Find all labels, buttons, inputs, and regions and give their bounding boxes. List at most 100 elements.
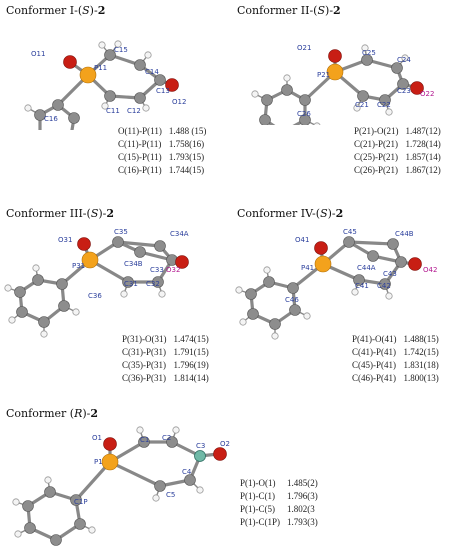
table-row: P(1)-C(1) 1.796(3) [240, 491, 321, 504]
bond-label: P(21)-O(21) [354, 126, 399, 136]
bond-length: 1.796(3) [287, 491, 318, 501]
bond-label: C(45)-P(41) [352, 360, 396, 370]
atom-label-c34a: C34A [170, 230, 189, 238]
bond-table-conformer-2: P(21)-O(21) 1.487(12) C(21)-P(21) 1.728(14… [354, 126, 444, 178]
table-row: P(21)-O(21) 1.487(12) [354, 126, 444, 139]
bond-label: C(36)-P(31) [122, 373, 166, 383]
table-row: C(41)-P(41) 1.742(15) [352, 347, 442, 360]
atom-label-c36: C36 [88, 292, 102, 300]
bond-label: C(26)-P(21) [354, 165, 398, 175]
atom-label-c33: C33 [150, 266, 164, 274]
bond-label: P(1)-C(1P) [240, 517, 280, 527]
atom-label-o31: O31 [58, 236, 72, 244]
bond-length: 1.800(13) [403, 373, 439, 383]
atom-label-p1: P1 [94, 458, 103, 466]
atom-label-c5: C5 [166, 491, 175, 499]
table-row: C(35)-P(31) 1.796(19) [122, 360, 212, 373]
panel-title-conformer-2: Conformer II-(S)-2 [237, 4, 341, 17]
molecule-conformer-4: O41 C45 C44B P41 C44A C43 O42 C46 C41 C4… [235, 228, 437, 340]
atom-label-c41: C41 [355, 282, 369, 290]
bond-length: 1.793(3) [287, 517, 318, 527]
bond-table-conformer-1: O(11)-P(11) 1.488 (15) C(11)-P(11)1.758(1… [118, 126, 209, 178]
atom-label-o1: O1 [92, 434, 102, 442]
table-row: C(36)-P(31) 1.814(14) [122, 373, 212, 386]
bond-label: P(41)-O(41) [352, 334, 397, 344]
bond-length: 1.796(19) [173, 360, 209, 370]
atom-label-o11: O11 [31, 50, 45, 58]
bond-length: 1.831(18) [403, 360, 439, 370]
table-row: P(41)-O(41) 1.488(15) [352, 334, 442, 347]
atom-label-c23: C23 [397, 87, 411, 95]
table-row: P(1)-C(1P) 1.793(3) [240, 517, 321, 530]
panel-title-conformer-r: Conformer (R)-2 [6, 407, 99, 420]
panel-title-conformer-4: Conformer IV-(S)-2 [237, 207, 344, 220]
atom-label-c14: C14 [145, 68, 159, 76]
molecule-conformer-3: O31 C35 C34A P31 C34B C33 O32 C36 C31 C3… [4, 228, 189, 338]
bond-length: 1.791(15) [173, 347, 209, 357]
bond-label: C(46)-P(41) [352, 373, 396, 383]
bond-label: C(31)-P(31) [122, 347, 166, 357]
bond-label: P(1)-C(5) [240, 504, 275, 514]
atom-label-c11: C11 [106, 107, 120, 115]
table-row: P(31)-O(31)1.474(15) [122, 334, 212, 347]
bond-label: C(35)-P(31) [122, 360, 166, 370]
atom-label-c32: C32 [146, 280, 160, 288]
atom-label-c21: C21 [355, 101, 369, 109]
bond-length: 1.488 (15) [168, 126, 207, 136]
atom-label-c4: C4 [182, 468, 192, 476]
table-row: P(1)-C(5) 1.802(3 [240, 504, 321, 517]
bond-length: 1.857(14) [405, 152, 441, 162]
bond-length: 1.744(15) [168, 165, 205, 175]
atom-label-c1: C1 [140, 436, 149, 444]
bond-length: 1.742(15) [403, 347, 439, 357]
bond-length: 1.487(12) [405, 126, 441, 136]
table-row: C(16)-P(11) 1.744(15) [118, 165, 209, 178]
table-row: C(11)-P(11)1.758(16) [118, 139, 209, 152]
panel-title-conformer-3: Conformer III-(S)-2 [6, 207, 115, 220]
molecule-conformer-r: O1 C1 C2 C3 O2 P1 C4 C5 C1P [12, 426, 230, 546]
atom-label-p11: P11 [94, 64, 107, 72]
atom-label-o32: O32 [166, 266, 180, 274]
atom-label-c24: C24 [397, 56, 411, 64]
bond-label: O(11)-P(11) [118, 126, 162, 136]
bond-label: C(15)-P(11) [118, 152, 162, 162]
table-row: P(1)-O(1) 1.485(2) [240, 478, 321, 491]
atom-label-c44a: C44A [357, 264, 376, 272]
molecule-conformer-2: O21 C25 P21 C24 C26 C21 C22 C23 O22 [251, 44, 434, 125]
atom-label-p31: P31 [72, 262, 85, 270]
bond-label: C(16)-P(11) [118, 165, 162, 175]
atom-label-o41: O41 [295, 236, 309, 244]
table-row: C(25)-P(21) 1.857(14) [354, 152, 444, 165]
atom-label-c1p: C1P [74, 498, 88, 506]
bond-length: 1.728(14) [405, 139, 441, 149]
bond-label: P(1)-O(1) [240, 478, 276, 488]
atom-label-c31: C31 [124, 280, 138, 288]
bond-label: C(25)-P(21) [354, 152, 398, 162]
atom-label-c3: C3 [196, 442, 205, 450]
bond-length: 1.488(15) [403, 334, 439, 344]
molecule-conformer-1: O11 P11 C15 C14 C13 O12 C16 C11 C12 [24, 40, 186, 130]
atom-label-c12: C12 [127, 107, 141, 115]
bond-label: C(21)-P(21) [354, 139, 398, 149]
atom-label-c26: C26 [297, 110, 311, 118]
bond-length: 1.802(3 [287, 504, 315, 514]
bond-length: 1.867(12) [405, 165, 441, 175]
atom-label-p41: P41 [301, 264, 314, 272]
atom-label-c35: C35 [114, 228, 128, 236]
atom-label-c16: C16 [44, 115, 58, 123]
bond-label: C(11)-P(11) [118, 139, 162, 149]
table-row: C(26)-P(21) 1.867(12) [354, 165, 444, 178]
atom-label-o2: O2 [220, 440, 230, 448]
bond-length: 1.814(14) [173, 373, 209, 383]
bond-length: 1.485(2) [287, 478, 318, 488]
atom-label-o21: O21 [297, 44, 311, 52]
bond-label: C(41)-P(41) [352, 347, 396, 357]
atom-label-c44b: C44B [395, 230, 414, 238]
table-row: C(46)-P(41) 1.800(13) [352, 373, 442, 386]
atom-label-c2: C2 [162, 434, 171, 442]
atom-label-o22: O22 [420, 90, 434, 98]
bond-table-conformer-r: P(1)-O(1) 1.485(2) P(1)-C(1) 1.796(3) P(1)… [240, 478, 321, 530]
bond-label: P(1)-C(1) [240, 491, 275, 501]
atom-label-c22: C22 [377, 101, 391, 109]
